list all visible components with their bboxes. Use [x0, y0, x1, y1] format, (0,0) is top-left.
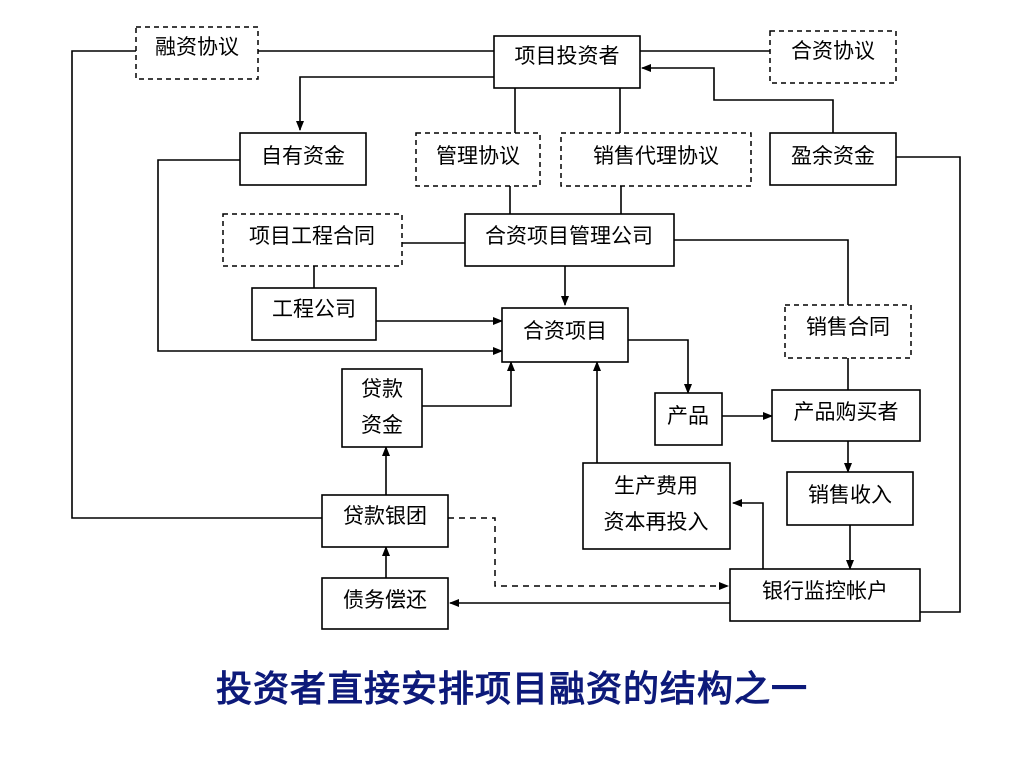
node-product-buyer: 产品购买者	[794, 400, 899, 424]
node-loan-funds-line1: 贷款	[361, 377, 403, 401]
node-product-buyer-box	[771, 389, 921, 442]
node-management-agreement: 管理协议	[436, 144, 520, 168]
node-product-box	[654, 392, 723, 446]
node-investor-box	[493, 35, 641, 89]
line-company-sales-contract	[674, 239, 849, 305]
node-jv-project-box	[501, 307, 629, 363]
line-financing-agreement-left	[71, 50, 322, 519]
node-bank-escrow-account: 银行监控帐户	[762, 579, 888, 603]
node-financing-agreement: 融资协议	[155, 35, 239, 59]
node-loan-syndicate-box	[321, 494, 449, 548]
node-jv-agreement-box	[769, 30, 897, 84]
node-own-funds: 自有资金	[261, 144, 345, 168]
arrow-syndicate-account-dashed	[448, 517, 729, 590]
node-production-cost-line1: 生产费用	[614, 474, 698, 498]
node-sales-revenue: 销售收入	[808, 483, 892, 507]
node-sales-contract: 销售合同	[806, 315, 890, 339]
nodes: 融资协议 项目投资者 合资协议 自有资金 管理协议 销售代理协议 盈余资金 项目…	[135, 26, 921, 630]
node-jv-agreement: 合资协议	[791, 39, 875, 63]
node-engineering-company-box	[251, 287, 377, 341]
arrow-project-product	[628, 339, 692, 394]
financing-structure-diagram: 融资协议 项目投资者 合资协议 自有资金 管理协议 销售代理协议 盈余资金 项目…	[71, 26, 961, 630]
arrow-loan-funds-project	[422, 361, 515, 407]
node-sales-contract-box	[784, 304, 912, 359]
node-debt-repayment-box	[321, 577, 449, 630]
node-loan-funds-line2: 资金	[361, 413, 403, 437]
node-jv-project: 合资项目	[523, 319, 607, 343]
slide-title: 投资者直接安排项目融资的结构之一	[215, 668, 808, 710]
line-account-surplus	[896, 156, 961, 613]
node-project-engineering-contract: 项目工程合同	[249, 224, 375, 248]
arrow-surplus-investor	[641, 64, 834, 133]
node-engineering-company: 工程公司	[272, 297, 356, 321]
node-management-agreement-box	[415, 132, 541, 187]
node-bank-escrow-account-box	[729, 568, 921, 622]
arrow-own-funds-project	[157, 159, 503, 355]
node-sales-revenue-box	[786, 471, 914, 526]
node-investor: 项目投资者	[515, 44, 620, 68]
node-loan-funds-box	[341, 368, 423, 448]
connectors	[71, 50, 961, 613]
node-sales-agency-agreement-box	[560, 132, 752, 187]
node-own-funds-box	[239, 132, 367, 186]
arrow-account-production	[732, 499, 764, 569]
node-financing-agreement-box	[135, 26, 259, 80]
node-production-cost-line2: 资本再投入	[604, 510, 709, 534]
node-sales-agency-agreement: 销售代理协议	[593, 144, 719, 168]
node-project-engineering-contract-box	[222, 213, 403, 267]
node-production-cost-box	[582, 462, 731, 550]
node-jv-management-company-box	[464, 213, 675, 267]
node-surplus-funds: 盈余资金	[791, 144, 875, 168]
node-product: 产品	[667, 404, 709, 428]
arrow-investor-own-funds	[296, 76, 494, 131]
node-jv-management-company: 合资项目管理公司	[485, 224, 653, 248]
node-loan-syndicate: 贷款银团	[343, 504, 427, 528]
node-surplus-funds-box	[769, 132, 897, 186]
node-debt-repayment: 债务偿还	[343, 588, 427, 612]
